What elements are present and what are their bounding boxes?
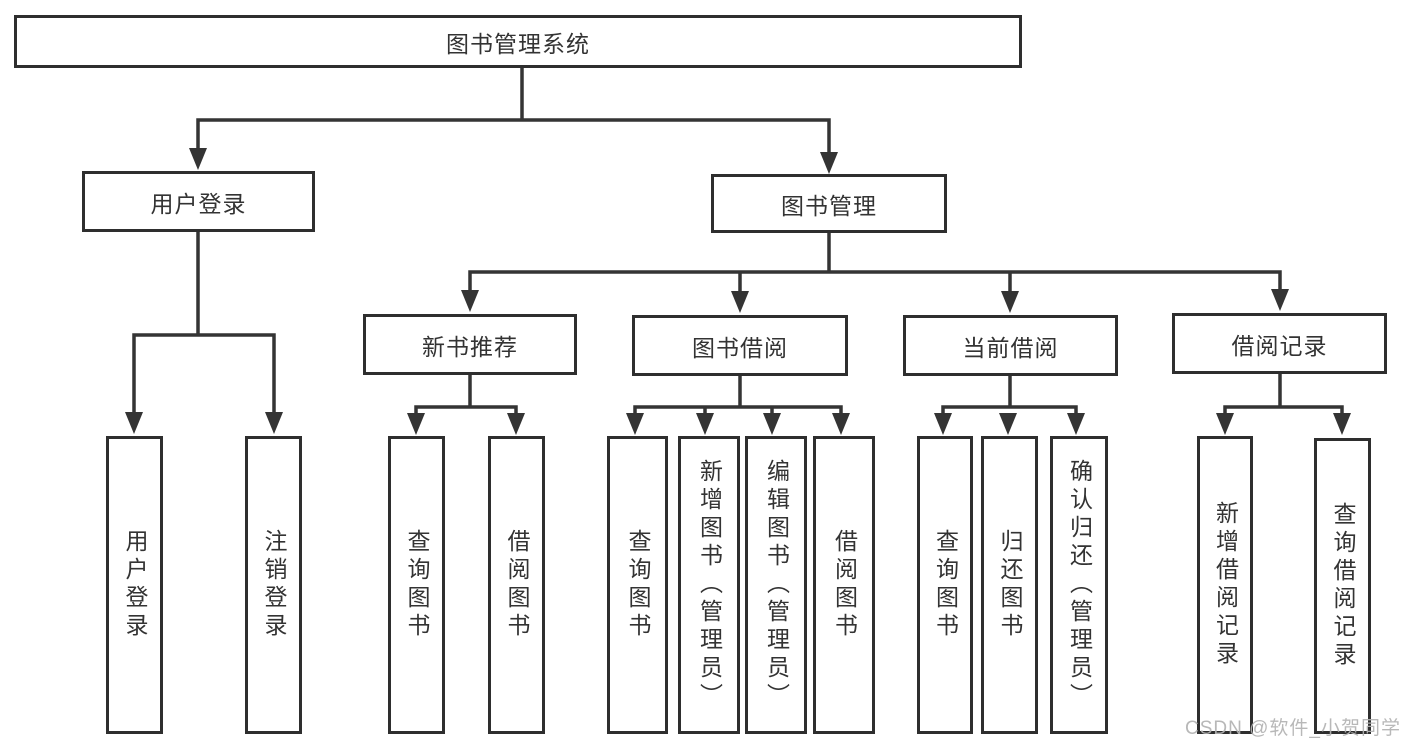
connector-borrow-children (626, 374, 850, 435)
node-leaf-borrow-books-rec: 借阅图书 (488, 436, 545, 734)
connector-new-rec-children (407, 373, 525, 435)
node-book-borrow: 图书借阅 (632, 315, 848, 376)
connector-user-login-children (125, 230, 283, 434)
leaf-label: 新增图书（管理员） (696, 459, 723, 711)
leaf-label: 归还图书 (997, 529, 1023, 641)
node-leaf-user-login: 用户登录 (106, 436, 163, 734)
node-leaf-query-borrow-record: 查询借阅记录 (1314, 438, 1371, 734)
node-user-login: 用户登录 (82, 171, 315, 232)
node-leaf-logout: 注销登录 (245, 436, 302, 734)
connector-current-children (934, 374, 1085, 435)
csdn-watermark: CSDN @软件_小贺同学 (1185, 718, 1401, 739)
leaf-label: 用户登录 (122, 529, 148, 641)
leaf-label: 查询借阅记录 (1330, 502, 1356, 670)
node-book-management: 图书管理 (711, 174, 947, 233)
leaf-label: 编辑图书（管理员） (763, 459, 790, 711)
node-leaf-query-books-current: 查询图书 (917, 436, 973, 734)
node-leaf-borrow-books: 借阅图书 (813, 436, 875, 734)
leaf-label: 借阅图书 (831, 529, 858, 641)
leaf-label: 注销登录 (261, 529, 287, 641)
node-leaf-add-books-admin: 新增图书（管理员） (678, 436, 740, 734)
leaf-label: 查询图书 (932, 529, 959, 641)
connector-records-children (1216, 372, 1351, 435)
node-leaf-return-books: 归还图书 (981, 436, 1038, 734)
leaf-label: 新增借阅记录 (1212, 501, 1239, 669)
connector-root-to-level1 (189, 66, 838, 174)
node-leaf-query-books-rec: 查询图书 (388, 436, 445, 734)
leaf-label: 查询图书 (404, 529, 430, 641)
node-current-borrow: 当前借阅 (903, 315, 1118, 376)
leaf-label: 查询图书 (625, 529, 651, 641)
node-borrow-records: 借阅记录 (1172, 313, 1387, 374)
node-leaf-query-books-borrow: 查询图书 (607, 436, 668, 734)
leaf-label: 借阅图书 (504, 529, 530, 641)
connector-book-mgmt-children (461, 231, 1289, 313)
node-library-system: 图书管理系统 (14, 15, 1022, 68)
node-leaf-edit-books-admin: 编辑图书（管理员） (745, 436, 807, 734)
node-leaf-add-borrow-record: 新增借阅记录 (1197, 436, 1253, 734)
node-leaf-confirm-return-admin: 确认归还（管理员） (1050, 436, 1108, 734)
node-new-book-recommend: 新书推荐 (363, 314, 577, 375)
leaf-label: 确认归还（管理员） (1066, 459, 1093, 711)
